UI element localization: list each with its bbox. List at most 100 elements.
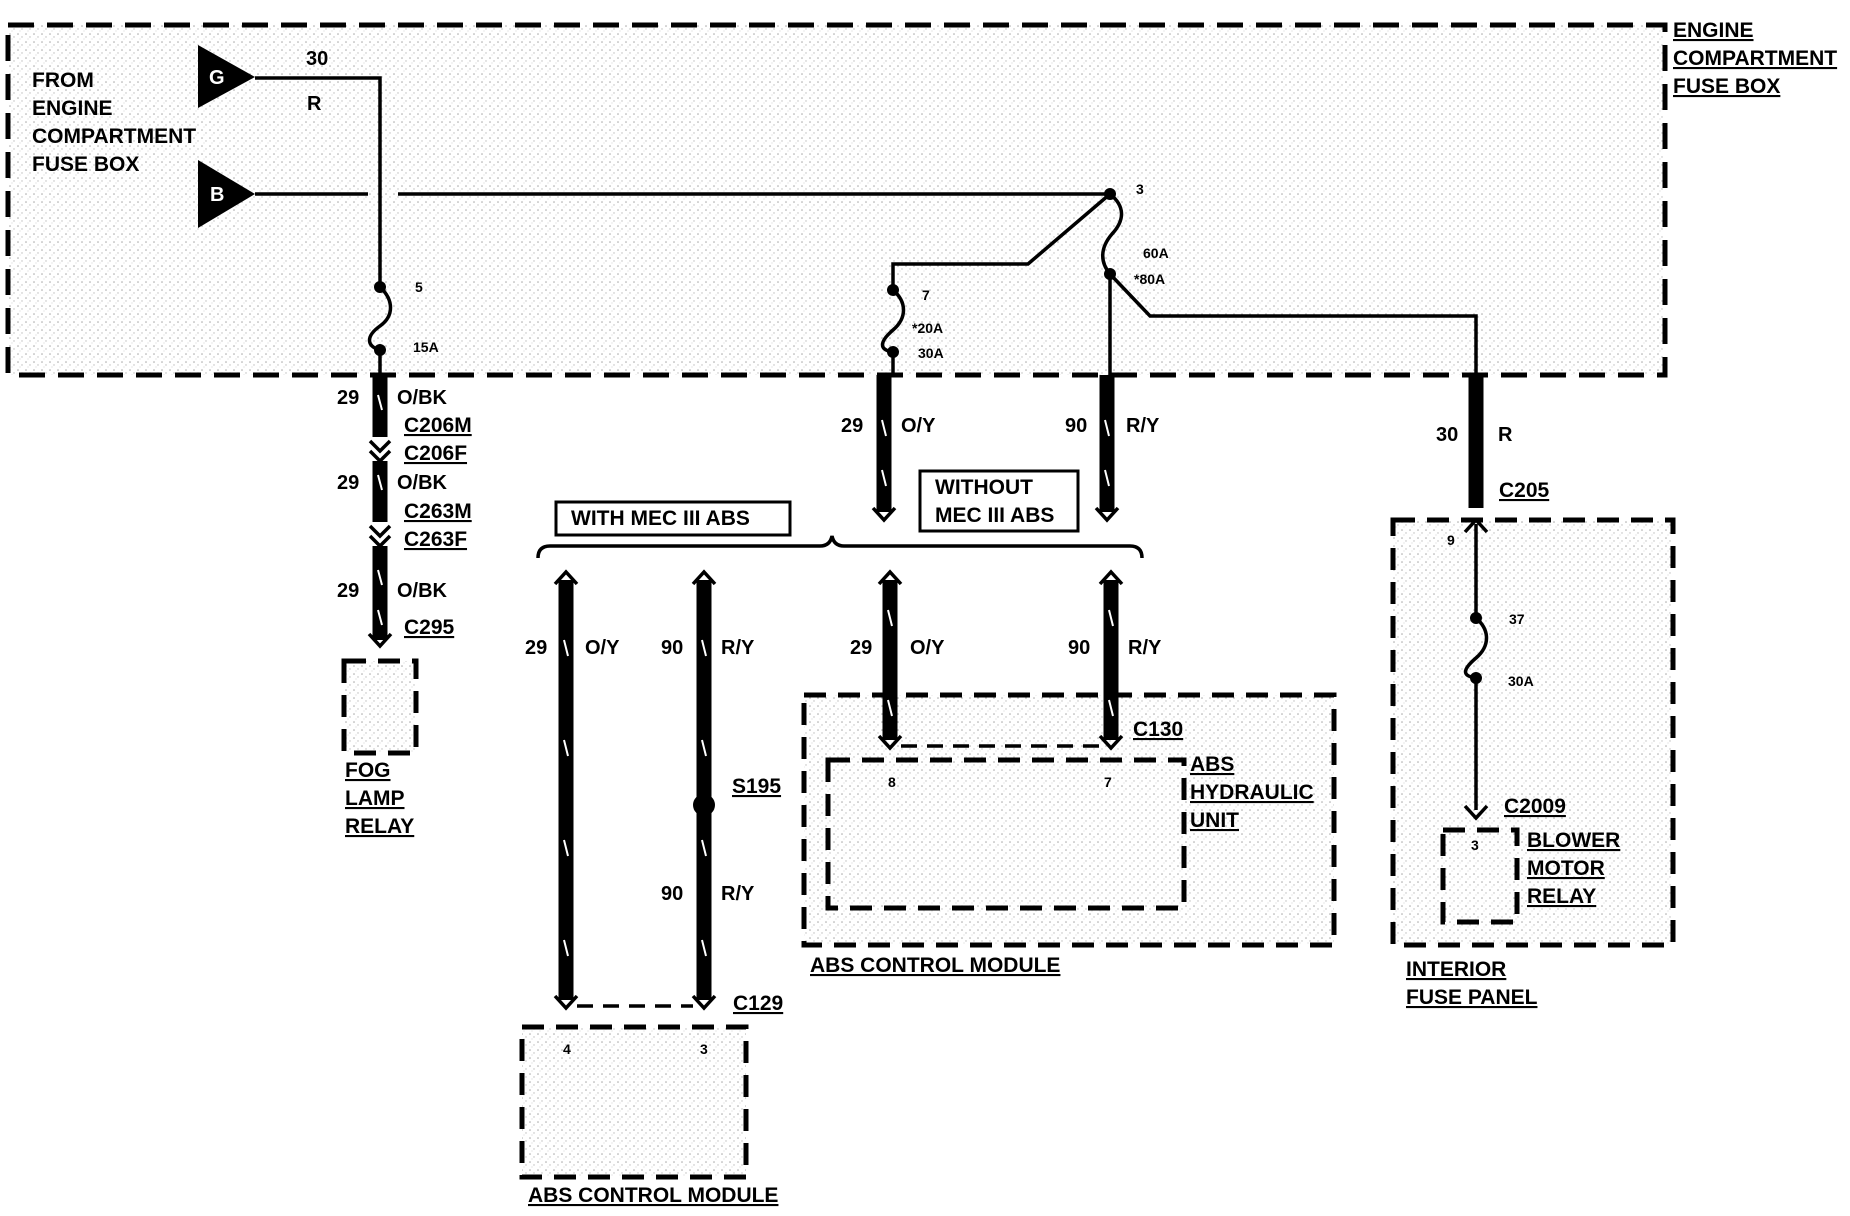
svg-text:FUSE PANEL: FUSE PANEL [1406, 986, 1538, 1009]
svg-text:FOG: FOG [345, 759, 391, 782]
svg-text:COMPARTMENT: COMPARTMENT [1673, 47, 1837, 70]
hydraulic-pin7: 7 [1104, 774, 1112, 790]
without-right-stripe2 [1108, 699, 1114, 717]
without-right-stripe1 [1108, 609, 1114, 627]
svg-text:ENGINE: ENGINE [32, 97, 113, 120]
connector-c206m: C206M [404, 414, 472, 437]
blower-motor-relay-label: BLOWER MOTOR RELAY [1527, 829, 1620, 908]
fuse37-number: 37 [1509, 611, 1525, 627]
fog-seg1-circuit: 29 [337, 387, 359, 409]
without-right-color: R/Y [1128, 637, 1162, 659]
fog-seg2-color: O/BK [397, 472, 448, 494]
with-left-color: O/Y [585, 637, 620, 659]
fuse3-rating-alt: *80A [1134, 271, 1165, 287]
fog-wire-seg3-stripe [377, 569, 383, 586]
connector-c263f: C263F [404, 528, 467, 551]
abs-upper-right-color: R/Y [1126, 415, 1160, 437]
c295-socket-symbol [367, 632, 393, 649]
hydraulic-pin8: 8 [888, 774, 896, 790]
fog-seg2-circuit: 29 [337, 472, 359, 494]
wire-to-fuse7 [891, 192, 1112, 290]
c205-pin9: 9 [1447, 532, 1455, 548]
svg-text:RELAY: RELAY [1527, 885, 1596, 908]
input-g-color: R [307, 93, 322, 115]
with-right-top-circuit: 90 [661, 637, 683, 659]
blower-wire-color: R [1498, 424, 1513, 446]
abs-upper-left-color: O/Y [901, 415, 936, 437]
wire-to-blower-feed [1108, 272, 1478, 375]
with-left-stripe4 [563, 939, 569, 957]
connector-c130: C130 [1133, 718, 1183, 741]
fuse7-rating-alt: *20A [912, 320, 943, 336]
from-fuse-box-label: FROM ENGINE COMPARTMENT FUSE BOX [32, 69, 196, 176]
abs-upper-right-circuit: 90 [1065, 415, 1087, 437]
c129-left-socket [553, 994, 579, 1011]
fuse37-symbol [1463, 616, 1489, 680]
fuse-box-title: ENGINE COMPARTMENT FUSE BOX [1673, 19, 1837, 98]
svg-text:B: B [210, 184, 224, 206]
without-left-stripe2 [887, 699, 893, 717]
abs-upper-right-stripe2 [1104, 469, 1110, 487]
abs-upper-left-socket [871, 506, 897, 523]
without-left-socket [877, 734, 903, 751]
connector-c206f: C206F [404, 442, 467, 465]
connector-c129: C129 [733, 992, 783, 1015]
fuse3-number: 3 [1136, 181, 1144, 197]
svg-text:FUSE BOX: FUSE BOX [32, 153, 139, 176]
with-right-stripe3 [701, 839, 707, 857]
module1-pin3: 3 [700, 1041, 708, 1057]
with-right-bottom-color: R/Y [721, 883, 755, 905]
with-left-circuit: 29 [525, 637, 547, 659]
splice-s195-dot [693, 794, 715, 816]
svg-text:LAMP: LAMP [345, 787, 405, 810]
connector-c205: C205 [1499, 479, 1550, 502]
blower-wire-circuit: 30 [1436, 424, 1458, 446]
fuse3-symbol [1101, 192, 1124, 276]
c206-pin-symbol [368, 439, 392, 454]
without-right-socket [1098, 734, 1124, 751]
blower-relay-pin3: 3 [1471, 837, 1479, 853]
fuse7-number: 7 [922, 287, 930, 303]
without-left-color: O/Y [910, 637, 945, 659]
with-right-stripe4 [701, 939, 707, 957]
option-brace [536, 535, 1144, 559]
fog-wire-seg3-stripe2 [377, 609, 383, 626]
c2009-socket [1463, 804, 1489, 821]
svg-text:ENGINE: ENGINE [1673, 19, 1754, 42]
svg-text:FROM: FROM [32, 69, 94, 92]
without-right-circuit: 90 [1068, 637, 1090, 659]
with-mec-label: WITH MEC III ABS [571, 507, 750, 530]
fuse5-rating: 15A [413, 339, 439, 355]
abs-hydraulic-unit-box [825, 757, 1187, 911]
with-right-bottom-circuit: 90 [661, 883, 683, 905]
c129-right-socket [691, 994, 717, 1011]
svg-text:G: G [209, 67, 225, 89]
without-mec-label-line1: WITHOUT [935, 476, 1033, 499]
wire-g-feed [255, 76, 382, 285]
svg-text:FUSE BOX: FUSE BOX [1673, 75, 1780, 98]
fuse7-rating: 30A [918, 345, 944, 361]
input-g-connector: G [198, 45, 255, 108]
interior-fuse-panel-label: INTERIOR FUSE PANEL [1406, 958, 1538, 1009]
without-mec-label-box [918, 469, 1080, 533]
abs-upper-right-socket [1094, 506, 1120, 523]
input-g-circuit: 30 [306, 48, 328, 70]
fog-wire-seg1-stripe [377, 394, 383, 411]
fog-seg3-circuit: 29 [337, 580, 359, 602]
with-left-stripe2 [563, 739, 569, 757]
without-left-circuit: 29 [850, 637, 872, 659]
abs-upper-left-circuit: 29 [841, 415, 863, 437]
without-mec-label-line2: MEC III ABS [935, 504, 1054, 527]
with-right-stripe1 [701, 639, 707, 657]
svg-text:BLOWER: BLOWER [1527, 829, 1620, 852]
svg-text:MOTOR: MOTOR [1527, 857, 1605, 880]
with-right-stripe2 [701, 739, 707, 757]
fuse3-rating: 60A [1143, 245, 1169, 261]
c263-pin-symbol [368, 524, 392, 539]
connector-c295: C295 [404, 616, 455, 639]
c205-pin [1463, 517, 1489, 534]
blower-motor-relay-box [1440, 827, 1520, 925]
fog-seg1-color: O/BK [397, 387, 448, 409]
fog-seg3-color: O/BK [397, 580, 448, 602]
svg-text:INTERIOR: INTERIOR [1406, 958, 1506, 981]
